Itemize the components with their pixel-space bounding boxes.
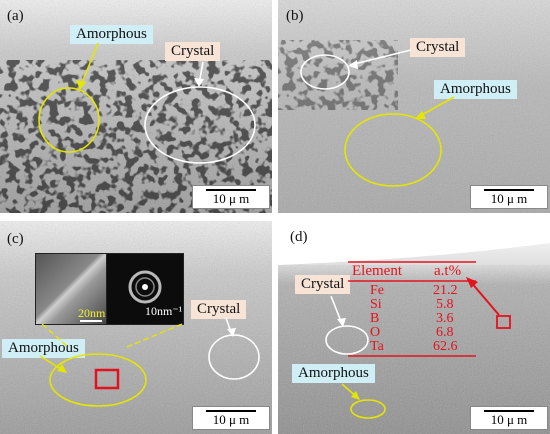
panel-label: (a) bbox=[7, 8, 24, 24]
eds-value: 5.8 bbox=[436, 297, 454, 312]
amorphous-label: Amorphous bbox=[70, 25, 153, 44]
eds-element: Ta bbox=[370, 339, 384, 354]
eds-value: 6.8 bbox=[436, 325, 454, 340]
panel-label: (c) bbox=[7, 231, 24, 247]
scale-bar: 10 μ m bbox=[470, 185, 548, 209]
eds-element: O bbox=[370, 325, 381, 340]
crystal-label: Crystal bbox=[295, 275, 351, 294]
panel-b: (b) Crystal Amorphous 10 μ m bbox=[278, 0, 550, 213]
crystal-label: Crystal bbox=[410, 38, 466, 57]
inset-scale-label: 10nm⁻¹ bbox=[145, 304, 183, 318]
eds-value: 3.6 bbox=[436, 311, 454, 326]
crystal-label: Crystal bbox=[191, 300, 247, 319]
eds-value: 21.2 bbox=[433, 283, 458, 298]
scale-bar-label: 10 μ m bbox=[490, 191, 528, 206]
saed-inset: 10nm⁻¹ bbox=[106, 253, 184, 325]
eds-header-element: Element bbox=[352, 263, 402, 279]
eds-value: 62.6 bbox=[433, 339, 458, 354]
diffraction-rings bbox=[128, 270, 162, 304]
scale-bar: 10 μ m bbox=[192, 185, 270, 209]
eds-element: Fe bbox=[370, 283, 384, 298]
eds-element: B bbox=[370, 311, 380, 326]
panel-a: (a) Amorphous Crystal 10 μ m bbox=[0, 0, 272, 213]
tem-inset: 20nm bbox=[35, 253, 107, 325]
inset-scale-label: 20nm bbox=[78, 306, 106, 320]
sem-image-b bbox=[278, 0, 550, 213]
scale-bar: 10 μ m bbox=[470, 406, 548, 430]
eds-element: Si bbox=[370, 297, 382, 312]
crystal-label: Crystal bbox=[165, 42, 221, 61]
sem-image-d bbox=[278, 221, 550, 434]
panel-label: (d) bbox=[290, 229, 308, 245]
amorphous-label: Amorphous bbox=[2, 339, 85, 358]
amorphous-label: Amorphous bbox=[292, 364, 375, 383]
panel-label: (b) bbox=[286, 8, 304, 24]
panel-c: (c) 20nm 10nm⁻¹ Crystal Amorphous 10 μ m bbox=[0, 221, 272, 434]
scale-bar-label: 10 μ m bbox=[212, 191, 250, 206]
amorphous-label: Amorphous bbox=[434, 80, 517, 99]
scale-bar-label: 10 μ m bbox=[212, 412, 250, 427]
scale-bar: 10 μ m bbox=[192, 406, 270, 430]
panel-d: (d) Element a.t% Fe 21.2 Si 5.8 B 3.6 O … bbox=[278, 221, 550, 434]
scale-bar-label: 10 μ m bbox=[490, 412, 528, 427]
eds-header-value: a.t% bbox=[434, 263, 462, 279]
